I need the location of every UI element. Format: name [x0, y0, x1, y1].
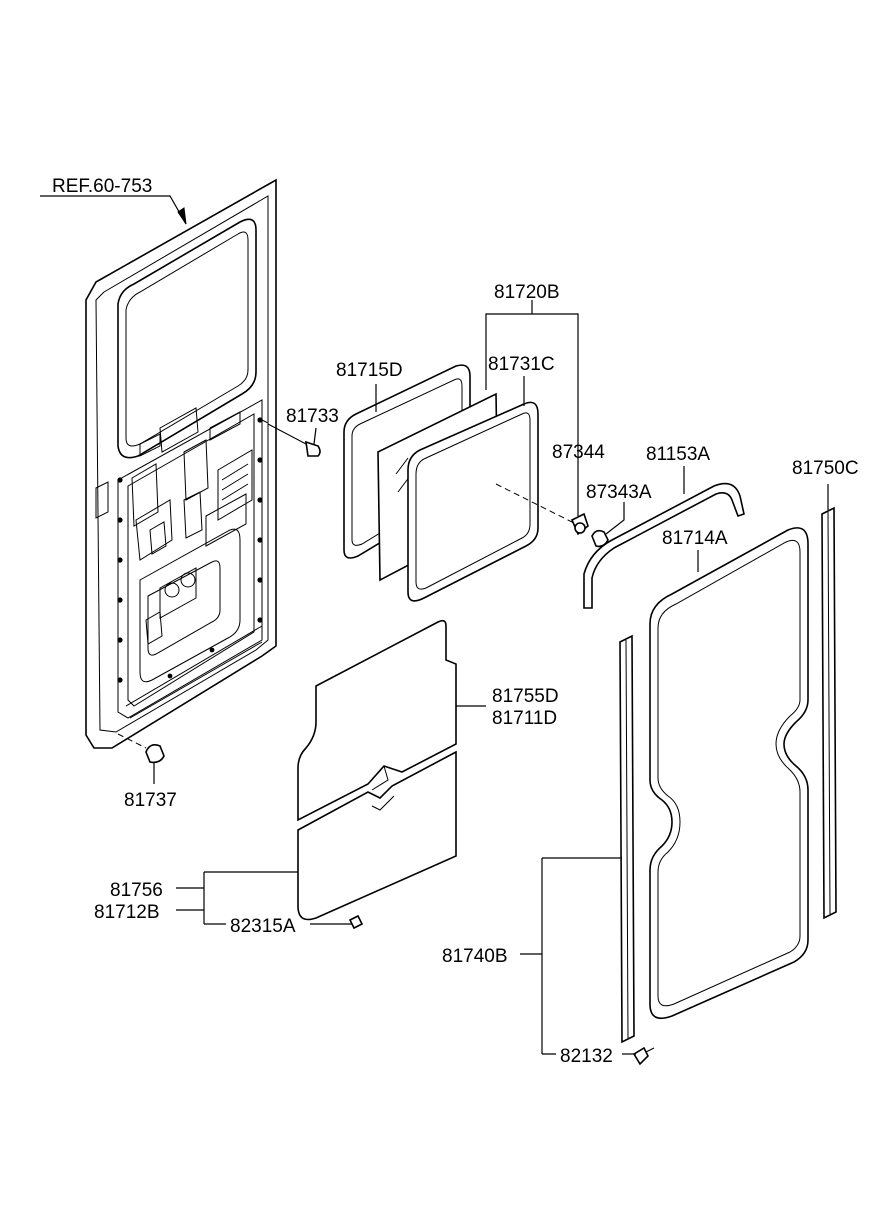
label-82132: 82132: [560, 1046, 613, 1067]
label-81720B: 81720B: [494, 282, 560, 303]
rear-door-panel: [85, 178, 277, 749]
label-81740B: 81740B: [442, 946, 508, 967]
window-frame-81731C: [407, 401, 539, 602]
bolt-holes: [117, 417, 263, 683]
label-81153A: 81153A: [646, 444, 710, 465]
strip-81740B: [619, 634, 635, 1044]
trim-lower-81756: [297, 750, 457, 921]
strip-81750C: [821, 506, 837, 920]
clip-87343A: [591, 529, 609, 548]
label-81711D: 81711D: [492, 708, 557, 729]
part-labels: REF.60-753 81720B 81715D 81731C 81733 87…: [52, 176, 859, 1067]
label-81756: 81756: [110, 880, 163, 901]
label-81755D: 81755D: [492, 686, 559, 707]
label-ref-60-753: REF.60-753: [52, 176, 152, 197]
door-seal-81714A: [649, 527, 809, 1020]
bolt-81733: [261, 419, 321, 457]
label-81750C: 81750C: [792, 458, 859, 479]
label-82315A: 82315A: [230, 916, 296, 937]
screw-82132: [632, 1046, 655, 1066]
label-87343A: 87343A: [586, 482, 652, 503]
label-81733: 81733: [286, 406, 339, 427]
fastener-87344: [570, 512, 589, 536]
trim-upper-81755D: [297, 619, 457, 822]
label-81714A: 81714A: [662, 528, 728, 549]
leader-lines: [40, 195, 829, 1055]
label-81737: 81737: [124, 790, 177, 811]
molding-81153A: [583, 482, 745, 609]
label-81712B: 81712B: [94, 902, 160, 923]
label-87344: 87344: [552, 442, 605, 463]
label-81715D: 81715D: [336, 360, 403, 381]
clip-82315A: [348, 914, 364, 930]
label-81731C: 81731C: [488, 354, 555, 375]
